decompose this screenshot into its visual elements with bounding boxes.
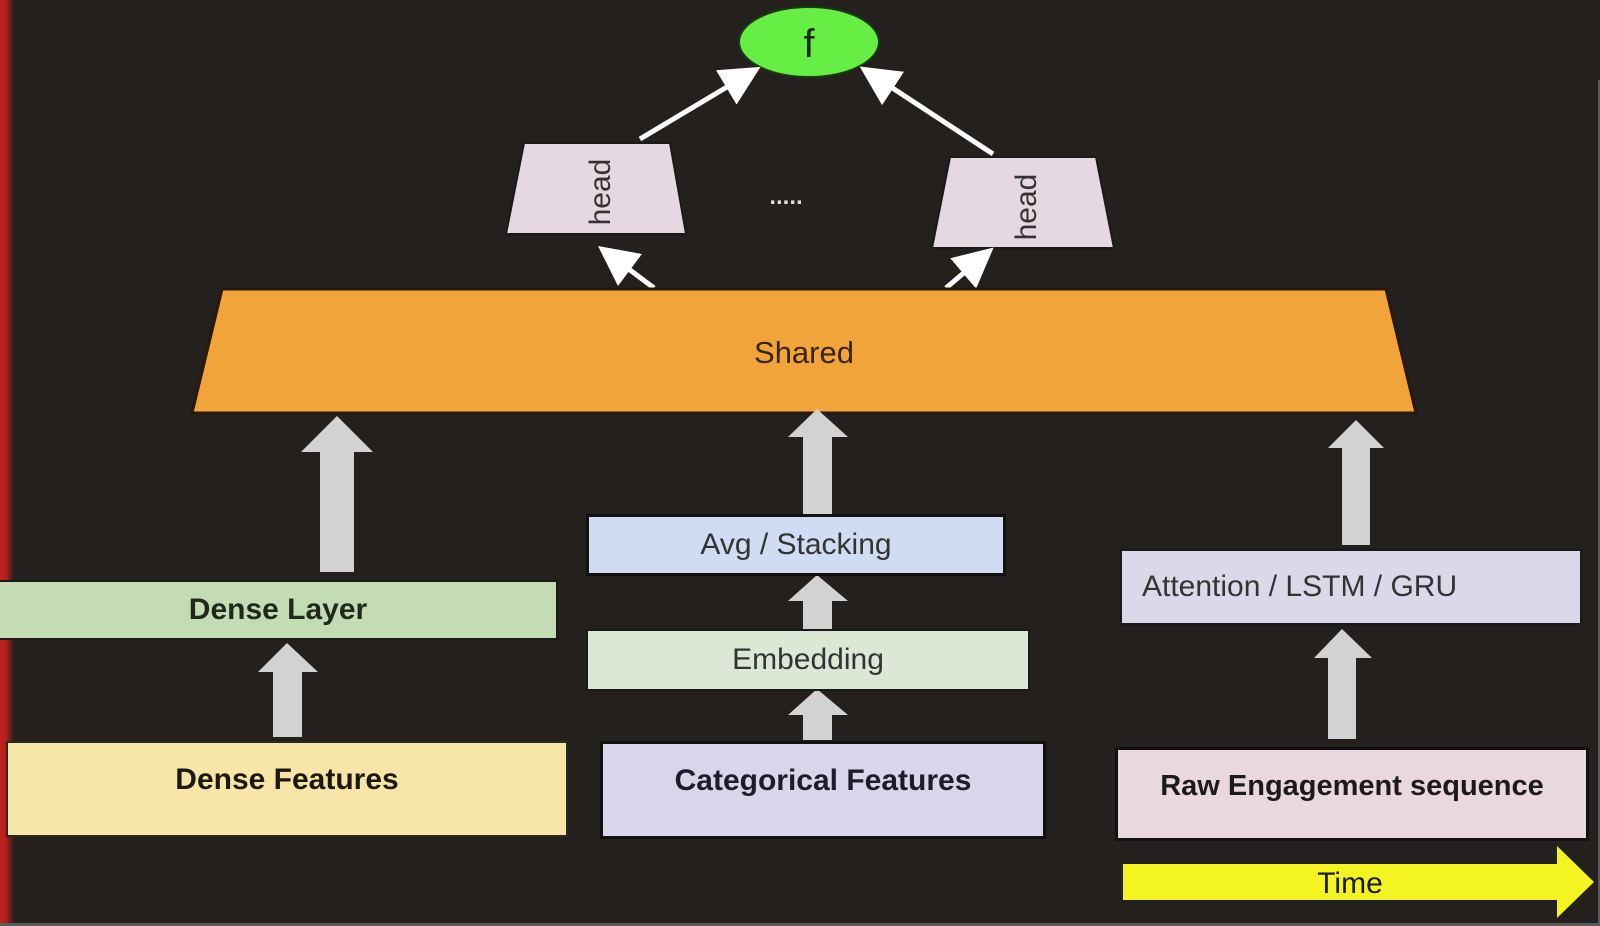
arrow-raw-to-attention	[1314, 629, 1372, 739]
attention-lstm-gru-label: Attention / LSTM / GRU	[1142, 570, 1458, 603]
head-2-label: head	[1010, 174, 1043, 241]
arrow-embedding-to-avg-stacking	[788, 575, 848, 629]
dense-layer-label: Dense Layer	[188, 593, 368, 626]
dense-layer-block: Dense Layer	[0, 580, 558, 640]
output-node-label: f	[803, 22, 815, 66]
arrow-head2-to-f	[859, 66, 995, 157]
time-label: Time	[1317, 867, 1383, 900]
raw-engagement-sequence-label: Raw Engagement sequence	[1160, 770, 1544, 802]
embedding-block: Embedding	[586, 629, 1030, 691]
raw-engagement-sequence-block: Raw Engagement sequence	[1115, 747, 1589, 841]
arrow-categorical-to-embedding	[788, 689, 848, 740]
head-1-label: head	[584, 159, 617, 226]
arrow-shared-to-head2	[944, 247, 994, 290]
bottom-edge-line	[0, 923, 1600, 926]
time-arrow: Time	[1123, 846, 1594, 918]
left-edge-accent	[0, 0, 14, 926]
arrow-dense-layer-to-shared	[301, 416, 373, 572]
right-edge-line	[1598, 80, 1600, 926]
more-heads-ellipsis: .....	[769, 183, 802, 210]
arrow-shared-to-head1	[598, 246, 656, 290]
categorical-features-label: Categorical Features	[674, 764, 972, 797]
categorical-features-block: Categorical Features	[600, 741, 1046, 839]
head-block-2: head	[930, 156, 1116, 249]
arrow-attention-to-shared	[1328, 420, 1384, 545]
shared-block: Shared	[190, 287, 1418, 415]
avg-stacking-label: Avg / Stacking	[700, 528, 892, 561]
dense-features-label: Dense Features	[175, 763, 399, 796]
arrow-dense-features-to-dense-layer	[258, 643, 318, 737]
head-block-1: head	[504, 142, 688, 235]
embedding-label: Embedding	[732, 643, 884, 676]
avg-stacking-block: Avg / Stacking	[586, 514, 1006, 576]
arrow-head1-to-f	[638, 66, 761, 142]
output-node-f: f	[738, 6, 880, 78]
shared-label: Shared	[754, 335, 854, 370]
arrow-avg-stacking-to-shared	[788, 409, 848, 520]
attention-lstm-gru-block: Attention / LSTM / GRU	[1120, 549, 1582, 625]
dense-features-block: Dense Features	[6, 741, 568, 837]
